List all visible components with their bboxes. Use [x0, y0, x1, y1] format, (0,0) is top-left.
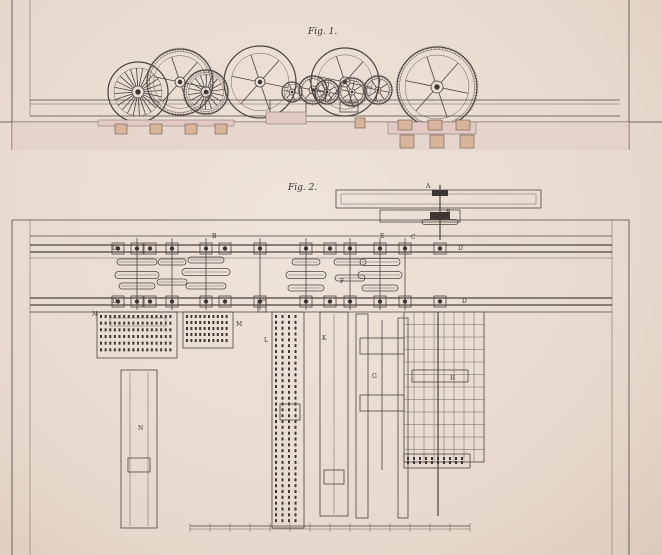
shaft-bearing — [323, 242, 337, 255]
part-label-e: E — [380, 233, 384, 240]
pulley — [187, 256, 225, 264]
pulley — [291, 258, 321, 266]
machine-H-base — [403, 453, 471, 469]
gear-back-left — [145, 47, 215, 117]
shaft-bearing — [343, 242, 357, 255]
part-label-n: N — [92, 311, 97, 318]
shaft-bearing — [111, 242, 125, 255]
pulley — [118, 282, 156, 290]
shaft-bearing — [373, 242, 387, 255]
shaft-bearing — [130, 242, 144, 255]
scale-bar — [189, 523, 471, 532]
shaft-bearing — [130, 295, 144, 308]
part-label-b: B — [446, 209, 451, 216]
column-F — [355, 313, 369, 519]
shaft-bearing — [218, 242, 232, 255]
part-label-m: M — [236, 321, 242, 328]
fig1-title: Fig. 1. — [307, 27, 337, 37]
shaft-bearing — [398, 295, 412, 308]
shaft-bearing — [373, 295, 387, 308]
pulley — [157, 258, 187, 266]
shaft-bearing — [343, 295, 357, 308]
fig2-frame — [11, 219, 630, 555]
fig2-pulleys — [114, 219, 459, 310]
shaft-bearing — [199, 242, 213, 255]
slide-N — [120, 369, 158, 529]
rail-L-head — [257, 299, 267, 313]
part-label-l: L — [264, 337, 268, 344]
pulley — [114, 271, 160, 279]
pulley — [421, 219, 459, 225]
part-label-f: F — [340, 278, 344, 285]
part-label-c: C — [411, 234, 416, 241]
machine-M — [182, 311, 234, 349]
part-labels: A B B C D D D D E F G H K L M N N — [92, 183, 467, 432]
fig2-machine-beds — [96, 299, 485, 529]
pulley — [285, 271, 327, 279]
part-label-h: H — [450, 375, 455, 382]
part-label-d: D — [112, 298, 117, 305]
gear-small-2 — [297, 74, 329, 106]
shaft-bearing — [433, 242, 447, 255]
pulley — [357, 271, 403, 279]
shaft-bearing — [398, 242, 412, 255]
pulley — [156, 278, 188, 286]
fig2-bearings — [111, 242, 447, 308]
fig1-foundation — [97, 111, 477, 149]
part-label-g: G — [372, 373, 377, 380]
shaft-bearing — [111, 295, 125, 308]
wheel-center — [223, 45, 297, 119]
gear-small-5 — [362, 74, 394, 106]
part-label-n: N — [138, 425, 143, 432]
shaft-bearing — [165, 295, 179, 308]
shaft-bearing — [323, 295, 337, 308]
shaft-bearing — [143, 242, 157, 255]
part-label-k: K — [322, 335, 327, 342]
column-G — [397, 317, 409, 519]
pulley — [181, 268, 231, 276]
pulley — [185, 282, 227, 290]
shaft-bearing — [218, 295, 232, 308]
shaft-bearing — [299, 295, 313, 308]
part-label-d: D — [112, 245, 117, 252]
pulley — [116, 258, 158, 266]
shaft-bearing — [143, 295, 157, 308]
part-label-b: B — [212, 233, 217, 240]
gear-right-large — [395, 45, 479, 129]
rail-K — [319, 311, 349, 517]
wheel-left-large — [107, 61, 169, 123]
shaft-bearing — [433, 295, 447, 308]
part-label-a: A — [425, 183, 431, 190]
gear-left-small — [182, 68, 230, 116]
shaft-bearing — [253, 242, 267, 255]
pulley — [361, 284, 399, 292]
shaft-bearing — [165, 242, 179, 255]
fig2-title: Fig. 2. — [287, 183, 317, 193]
part-label-d: D — [458, 245, 463, 252]
machine-N-carding — [96, 311, 178, 359]
part-label-d: D — [462, 298, 467, 305]
pulley-small-1 — [281, 81, 303, 103]
shaft-bearing — [299, 242, 313, 255]
fig1-frame — [0, 0, 662, 150]
shaft-bearing — [199, 295, 213, 308]
pulley — [287, 284, 325, 292]
counter-shaft-frame — [335, 185, 542, 240]
pulley — [359, 258, 401, 266]
